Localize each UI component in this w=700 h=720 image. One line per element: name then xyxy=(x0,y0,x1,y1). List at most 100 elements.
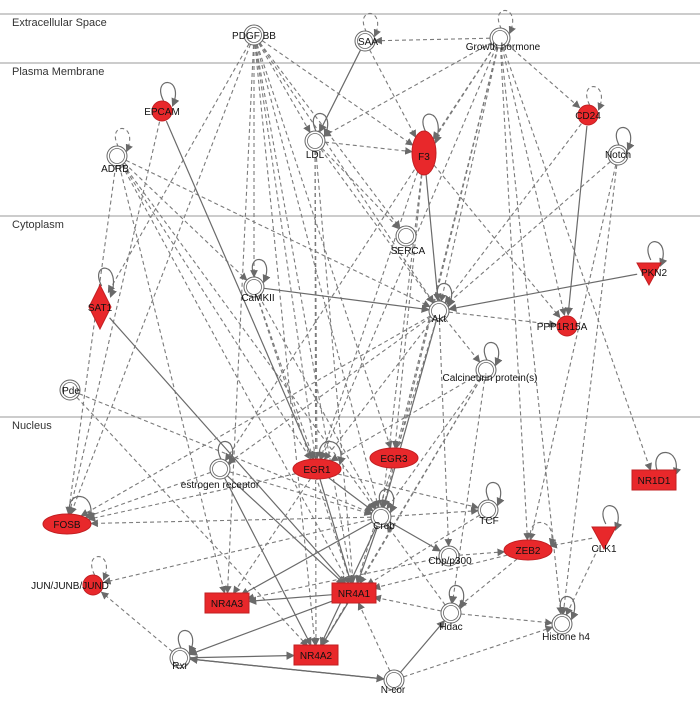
self-loop-clk1 xyxy=(602,505,623,531)
self-loop-gh xyxy=(497,9,516,35)
node-estrogen[interactable]: estrogen receptor xyxy=(181,458,260,491)
node-nr4a3[interactable]: NR4A3 xyxy=(204,592,250,614)
node-label: SAT1 xyxy=(88,303,113,314)
node-shape-inner-ring xyxy=(357,33,373,49)
edge-egr1-to-creb xyxy=(328,477,374,512)
node-nr4a1[interactable]: NR4A1 xyxy=(331,582,377,604)
node-label: NR4A2 xyxy=(300,651,333,662)
edge-ldl-to-serca xyxy=(321,147,400,230)
node-label: PDGF BB xyxy=(232,31,276,42)
node-nr1d1[interactable]: NR1D1 xyxy=(631,469,677,491)
edge-calcineurin-to-nr4a2 xyxy=(321,378,482,647)
node-f3[interactable]: F3 xyxy=(411,130,437,176)
node-ppp1r15a[interactable]: PPP1R15A xyxy=(537,315,588,337)
self-loop-rxr xyxy=(177,629,197,655)
edge-pdgfbb-to-akt xyxy=(259,43,434,304)
node-adrb[interactable]: ADRB xyxy=(101,145,129,175)
self-loop-egr1 xyxy=(318,440,346,466)
edge-creb-to-cbp xyxy=(389,521,442,552)
self-loop-sat1 xyxy=(98,267,117,298)
edge-ncor-to-hdac xyxy=(400,619,446,673)
edge-egr1-to-tcf xyxy=(337,473,480,510)
edge-pdgfbb-to-nr4a1 xyxy=(255,44,355,584)
edge-pdgfbb-to-f3 xyxy=(261,40,414,146)
node-shape-ellipse xyxy=(292,458,342,480)
edge-gh-to-cd24 xyxy=(507,44,581,109)
edge-ncor-to-rxr xyxy=(189,655,385,680)
node-shape-inner-ring xyxy=(492,30,508,46)
self-loop-cd24 xyxy=(586,86,605,111)
node-tcf[interactable]: TCF xyxy=(477,499,499,527)
edge-gh-to-estrogen xyxy=(224,46,496,462)
node-pkn2[interactable]: PKN2 xyxy=(636,262,667,287)
edge-gh-to-akt xyxy=(438,47,499,302)
node-serca[interactable]: SERCA xyxy=(391,225,426,257)
edge-gh-to-histone xyxy=(500,47,565,615)
edge-hdac-to-creb xyxy=(386,524,446,606)
edge-akt-to-nr4a1 xyxy=(355,320,437,584)
edge-f3-to-egr1 xyxy=(318,171,419,460)
node-akt[interactable]: Akt xyxy=(428,300,450,325)
node-calcineurin[interactable]: Calcineurin protein(s) xyxy=(442,359,538,384)
node-shape-diamond xyxy=(88,283,112,331)
edge-camkii-to-egr1 xyxy=(256,296,315,460)
node-egr1[interactable]: EGR1 xyxy=(292,458,342,480)
node-notch[interactable]: Notch xyxy=(605,144,631,166)
edge-camkii-to-creb xyxy=(258,295,377,509)
node-sat1[interactable]: SAT1 xyxy=(88,283,113,331)
node-shape-inner-ring xyxy=(398,228,414,244)
node-label: TCF xyxy=(479,516,498,527)
node-shape-inner-ring xyxy=(478,362,494,378)
edge-pde-to-creb xyxy=(79,393,373,515)
node-egr3[interactable]: EGR3 xyxy=(369,447,419,469)
edge-pdgfbb-to-serca xyxy=(259,42,401,229)
node-gh[interactable]: Growth hormone xyxy=(466,27,541,53)
node-creb[interactable]: Creb xyxy=(370,506,395,532)
node-shape-circle xyxy=(440,602,462,624)
node-cbp[interactable]: Cbp/p300 xyxy=(428,545,472,567)
edge-calcineurin-to-nr4a1 xyxy=(359,378,482,585)
node-histone[interactable]: Histone h4 xyxy=(542,613,590,643)
node-label: NR4A1 xyxy=(338,589,371,600)
node-label: CLK1 xyxy=(591,544,616,555)
node-jun[interactable]: JUN/JUNB/JUND xyxy=(31,574,109,596)
edge-ldl-to-akt xyxy=(320,148,434,304)
node-shape-circle xyxy=(370,506,392,528)
node-shape-inner-ring xyxy=(212,461,228,477)
edge-creb-to-nr4a3 xyxy=(240,521,373,596)
node-shape-rect xyxy=(293,644,339,666)
node-zeb2[interactable]: ZEB2 xyxy=(503,539,553,561)
node-ldl[interactable]: LDL xyxy=(304,130,326,161)
node-fosb[interactable]: FOSB xyxy=(42,513,92,535)
node-shape-inner-ring xyxy=(62,382,78,398)
edge-epcam-to-fosb xyxy=(67,121,161,515)
edge-adrb-to-akt xyxy=(125,159,431,308)
edge-akt-to-ppp1r15a xyxy=(448,311,557,328)
node-nr4a2[interactable]: NR4A2 xyxy=(293,644,339,666)
edge-ldl-to-nr4a1 xyxy=(315,150,357,584)
node-label: estrogen receptor xyxy=(181,480,260,491)
node-hdac[interactable]: Hdac xyxy=(439,602,463,633)
node-ncor[interactable]: N-cor xyxy=(381,669,406,696)
node-shape-triangle xyxy=(636,262,662,287)
node-shape-rect xyxy=(331,582,377,604)
node-label: SAA xyxy=(358,37,378,48)
region-dividers xyxy=(0,13,700,418)
node-rxr[interactable]: Rxr xyxy=(169,647,191,672)
node-pdgfbb[interactable]: PDGF BB xyxy=(232,24,276,46)
node-cd24[interactable]: CD24 xyxy=(575,104,601,126)
node-clk1[interactable]: CLK1 xyxy=(591,526,617,555)
node-shape-circle xyxy=(489,27,511,49)
node-shape-inner-ring xyxy=(246,27,262,43)
node-label: SERCA xyxy=(391,246,426,257)
node-label: F3 xyxy=(418,152,430,163)
node-epcam[interactable]: EPCAM xyxy=(144,100,180,122)
node-pde[interactable]: Pde xyxy=(59,379,81,401)
self-loop-zeb2 xyxy=(529,521,557,547)
edge-hdac-to-histone xyxy=(460,613,553,627)
node-saa[interactable]: SAA xyxy=(354,30,378,52)
edge-creb-to-jun xyxy=(102,518,372,585)
node-camkii[interactable]: CaMKII xyxy=(241,276,275,304)
self-loops-layer xyxy=(68,9,682,655)
